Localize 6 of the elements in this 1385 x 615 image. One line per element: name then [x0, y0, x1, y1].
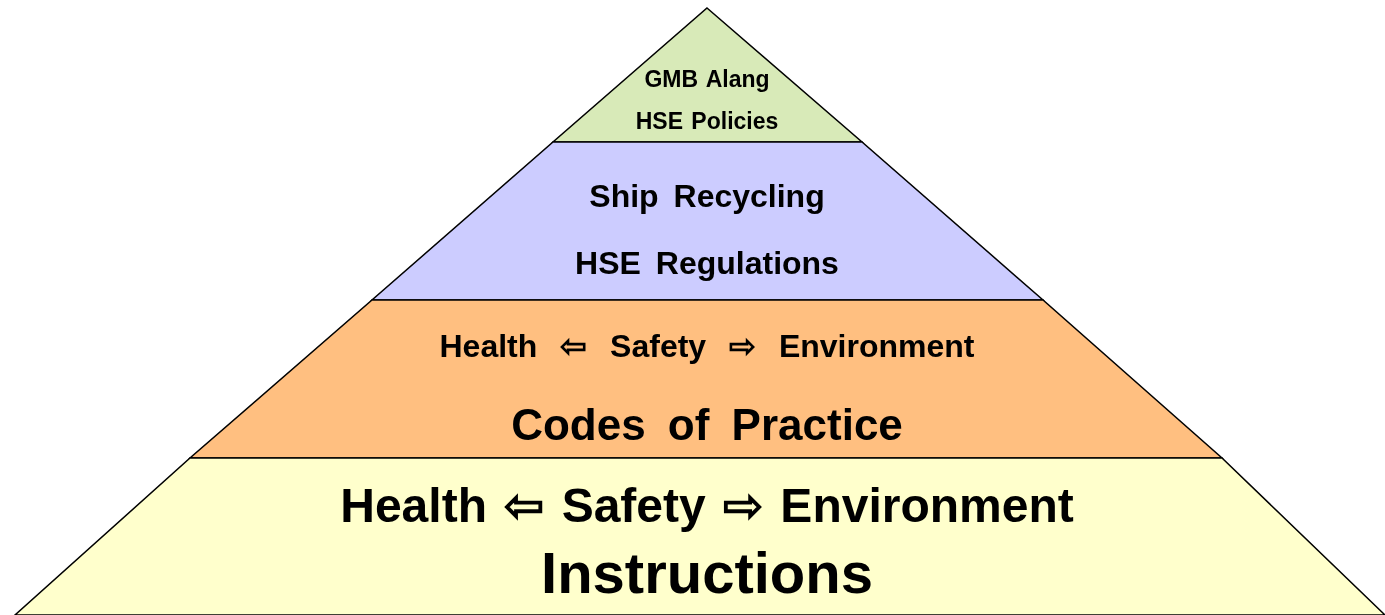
- tier-heading: Ship Recycling HSE Regulations: [574, 177, 840, 283]
- tier-heading: Instructions: [541, 540, 873, 606]
- tier-heading: Health ⇦ Safety ⇨ Environment: [340, 478, 1074, 534]
- tier-heading: Codes of Practice: [511, 399, 903, 451]
- tier-heading: GMB Alang HSE Policies: [634, 65, 780, 136]
- tier-heading: Health ⇦ Safety ⇨ Environment: [439, 327, 975, 366]
